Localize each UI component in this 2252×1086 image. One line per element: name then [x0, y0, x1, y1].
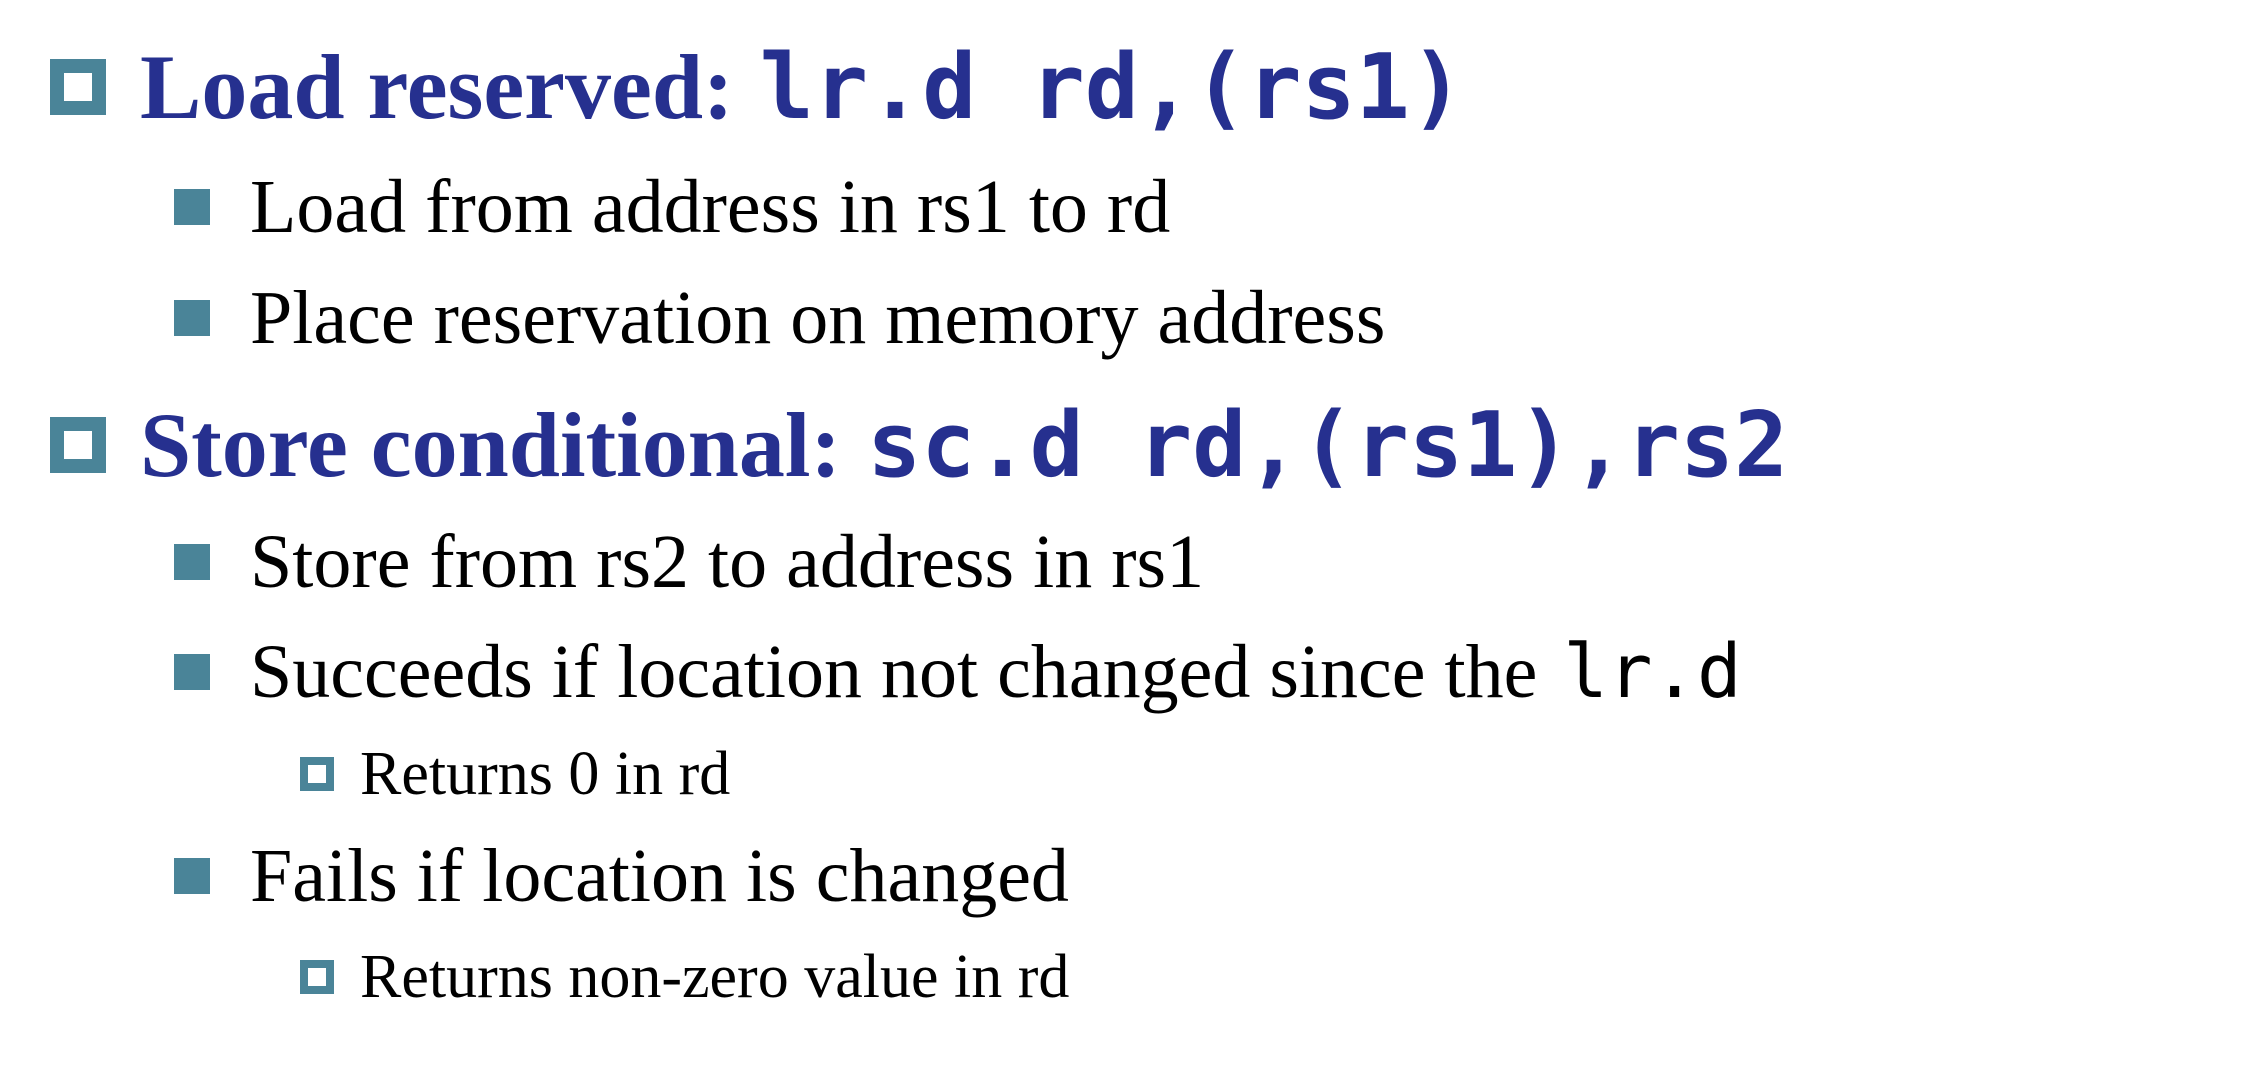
instruction-code: lr.d rd,(rs1) [759, 34, 1465, 140]
sub-bullet-store-from-rs2: Store from rs2 to address in rs1 [174, 512, 1204, 612]
sub-bullet-place-reservation: Place reservation on memory address [174, 268, 1385, 368]
solid-square-bullet-icon [174, 654, 210, 690]
small-hollow-square-bullet-icon [300, 960, 334, 994]
solid-square-bullet-icon [174, 544, 210, 580]
solid-square-bullet-icon [174, 858, 210, 894]
solid-square-bullet-icon [174, 300, 210, 336]
heading-label: Load reserved: [140, 36, 734, 138]
sub-bullet-text: Load from address in rs1 to rd [250, 164, 1171, 249]
sub-sub-bullet-returns-nonzero: Returns non-zero value in rd [300, 937, 1069, 1017]
sub-bullet-text: Store from rs2 to address in rs1 [250, 519, 1205, 604]
bullet-load-reserved: Load reserved: lr.d rd,(rs1) [50, 32, 1464, 142]
solid-square-bullet-icon [174, 189, 210, 225]
bullet-store-conditional: Store conditional: sc.d rd,(rs1),rs2 [50, 390, 1788, 500]
sub-bullet-fails: Fails if location is changed [174, 826, 1069, 926]
sub-bullet-succeeds: Succeeds if location not changed since t… [174, 622, 1742, 722]
hollow-square-bullet-icon [50, 417, 106, 473]
sub-sub-bullet-text: Returns non-zero value in rd [360, 942, 1070, 1011]
sub-bullet-text: Succeeds if location not changed since t… [250, 629, 1538, 714]
inline-instruction-code: lr.d [1563, 629, 1742, 715]
hollow-square-bullet-icon [50, 59, 106, 115]
small-hollow-square-bullet-icon [300, 757, 334, 791]
sub-bullet-text: Fails if location is changed [250, 833, 1069, 918]
sub-bullet-text: Place reservation on memory address [250, 275, 1386, 360]
sub-bullet-load-from-address: Load from address in rs1 to rd [174, 157, 1170, 257]
sub-sub-bullet-returns-zero: Returns 0 in rd [300, 734, 730, 814]
instruction-code: sc.d rd,(rs1),rs2 [867, 392, 1789, 498]
heading-label: Store conditional: [140, 394, 842, 496]
sub-sub-bullet-text: Returns 0 in rd [360, 739, 731, 808]
